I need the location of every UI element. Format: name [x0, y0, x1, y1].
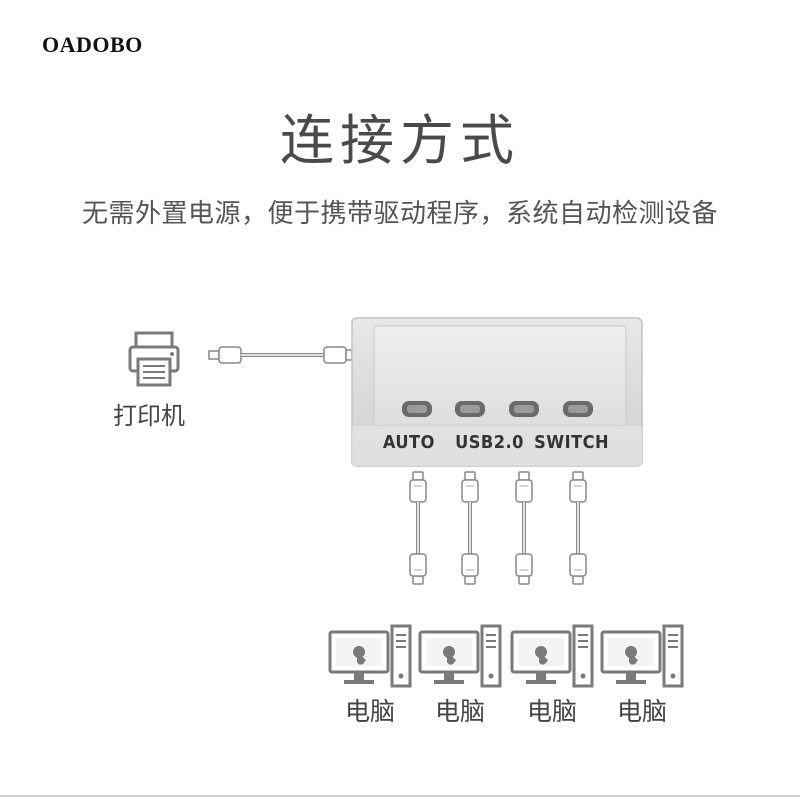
- switch-port-3: [509, 401, 539, 417]
- computer-label: 电脑: [526, 697, 577, 726]
- computer-icon: [600, 624, 684, 688]
- bottom-divider: [0, 795, 800, 797]
- computer-cable-3: [515, 471, 533, 585]
- page-subtitle: 无需外置电源，便于携带驱动程序，系统自动检测设备: [81, 199, 718, 229]
- computer-icon: [510, 624, 594, 688]
- computer-cable-2: [461, 471, 479, 585]
- computer-icon: [418, 624, 502, 688]
- computer-cable-4: [569, 471, 587, 585]
- computer-label: 电脑: [434, 697, 485, 726]
- printer-icon: [128, 331, 180, 387]
- printer-usb-cable: [208, 346, 353, 364]
- switch-label: AUTO USB2.0 SWITCH: [382, 432, 610, 453]
- computer-icon: [328, 624, 412, 688]
- switch-port-1: [402, 401, 432, 417]
- switch-port-2: [455, 401, 485, 417]
- usb-switch-device: [351, 317, 643, 467]
- switch-port-4: [563, 401, 593, 417]
- brand-logo-text: OADOBO: [42, 32, 143, 57]
- computer-label: 电脑: [616, 697, 667, 726]
- computer-label: 电脑: [344, 697, 395, 726]
- computer-cable-1: [409, 471, 427, 585]
- page-title: 连接方式: [280, 109, 520, 172]
- printer-label: 打印机: [113, 402, 185, 430]
